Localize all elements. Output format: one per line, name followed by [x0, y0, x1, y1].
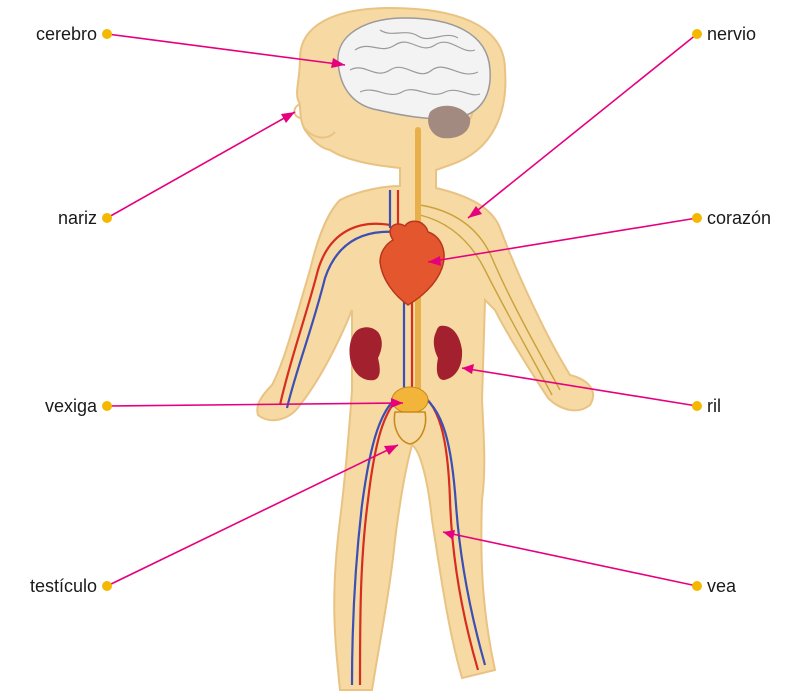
label-testiculo: testículo	[30, 576, 97, 596]
dot-corazon	[692, 213, 702, 223]
dot-vexiga	[102, 401, 112, 411]
leader-line-nariz	[107, 112, 295, 218]
label-nariz: nariz	[58, 208, 97, 228]
dot-cerebro	[102, 29, 112, 39]
bladder	[392, 387, 428, 413]
label-vea: vea	[707, 576, 736, 596]
dot-vea	[692, 581, 702, 591]
dot-nariz	[102, 213, 112, 223]
dot-testiculo	[102, 581, 112, 591]
label-nervio: nervio	[707, 24, 756, 44]
dot-nervio	[692, 29, 702, 39]
label-corazon: corazón	[707, 208, 771, 228]
arrowhead-nariz	[281, 112, 295, 123]
label-cerebro: cerebro	[36, 24, 97, 44]
dot-ril	[692, 401, 702, 411]
label-ril: ril	[707, 396, 721, 416]
label-vexiga: vexiga	[45, 396, 97, 416]
